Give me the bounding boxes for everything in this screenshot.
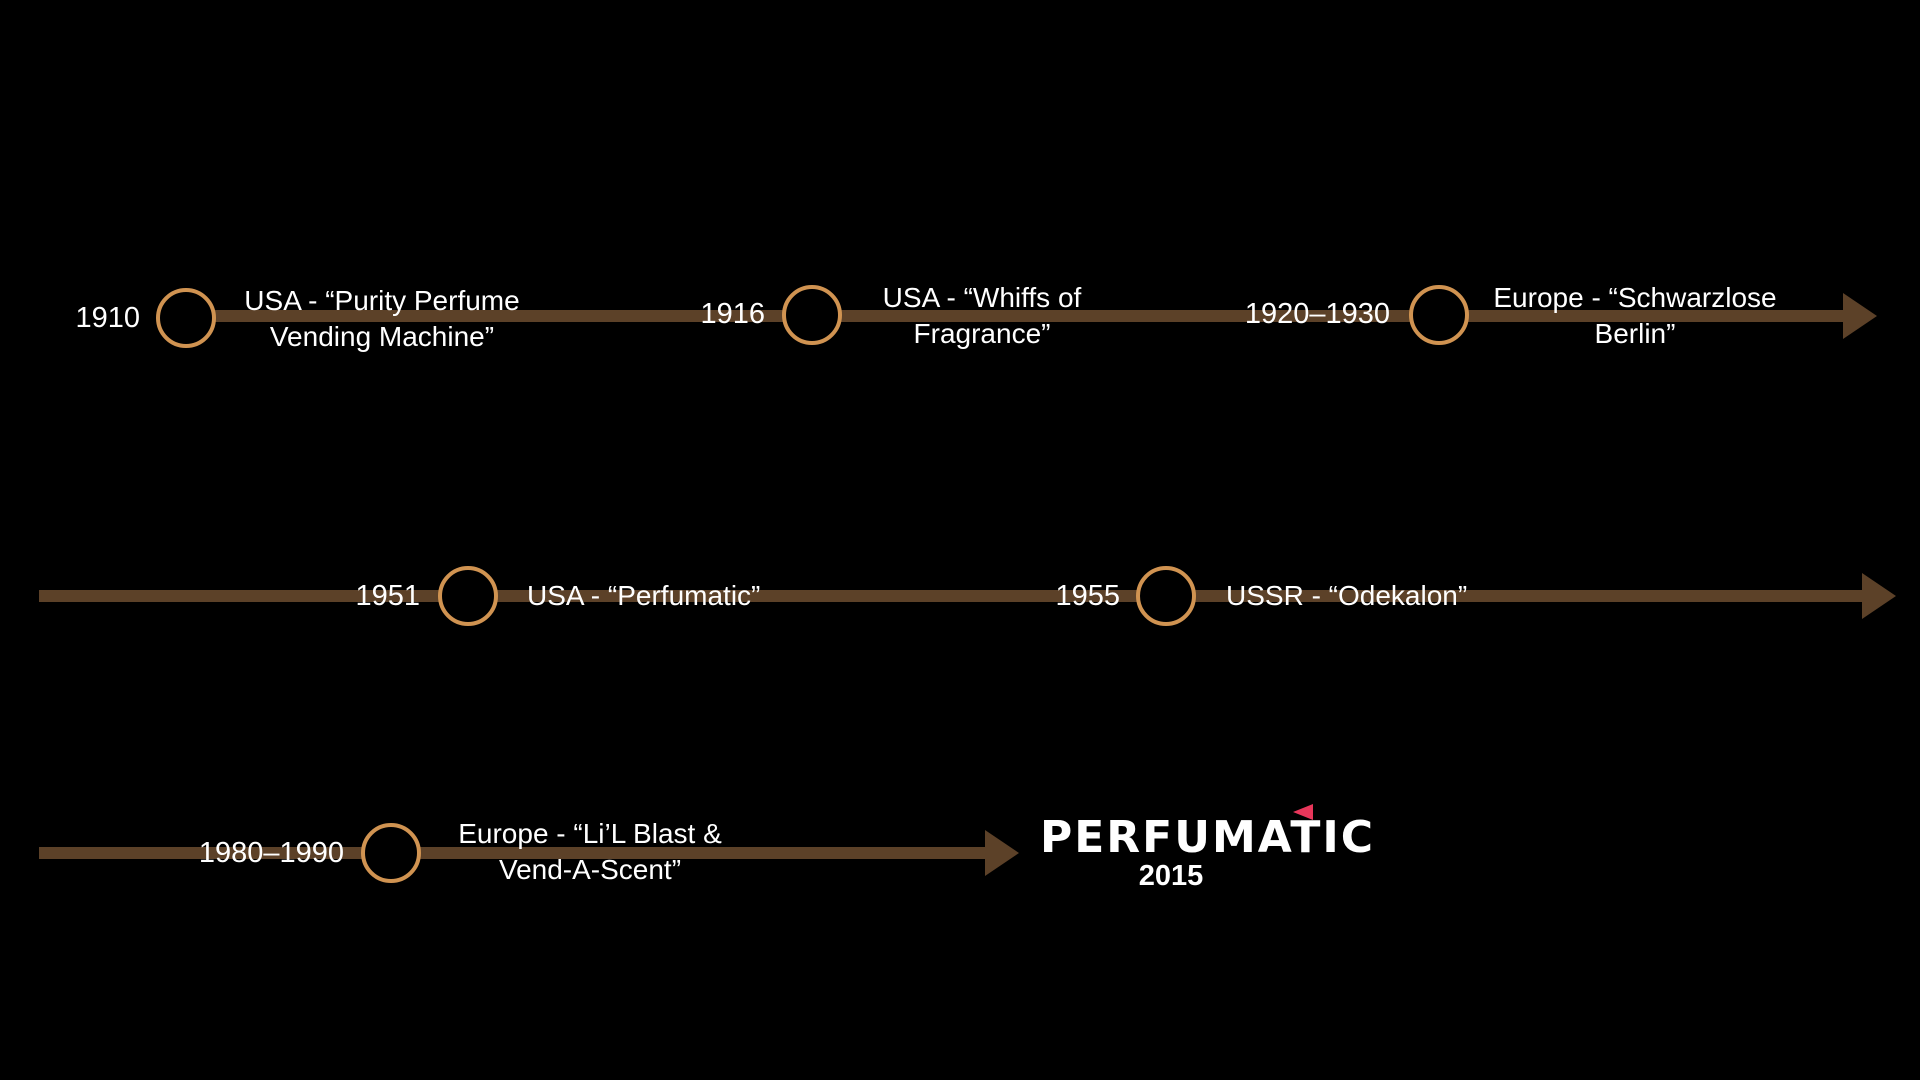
event-label-line: USA - “Perfumatic” (527, 580, 761, 611)
event-label-line: Vending Machine” (269, 321, 495, 352)
arrow-head-icon (1843, 293, 1877, 339)
event-label-line: Fragrance” (913, 318, 1051, 349)
perfumatic-logo: PERFUMATIC (1040, 812, 1376, 863)
event-label: USA - “Whiffs of Fragrance” (832, 280, 1132, 352)
event-marker-1980 (361, 823, 421, 883)
logo-flag-icon (1293, 804, 1313, 820)
event-marker-1910 (156, 288, 216, 348)
event-label: USA - “Perfumatic” (527, 578, 760, 614)
event-label-line: USA - “Whiffs of (882, 282, 1082, 313)
event-marker-1916 (782, 285, 842, 345)
event-label-line: USSR - “Odekalon” (1226, 580, 1468, 611)
event-marker-1951 (438, 566, 498, 626)
timeline-line-3 (39, 847, 989, 859)
event-year: 1980–1990 (198, 837, 344, 869)
event-label-line: Europe - “Li’L Blast & (458, 818, 722, 849)
arrow-head-icon (985, 830, 1019, 876)
event-label: USA - “Purity Perfume Vending Machine” (232, 283, 532, 355)
event-label: Europe - “Li’L Blast & Vend-A-Scent” (440, 816, 740, 888)
event-year: 1910 (75, 302, 140, 334)
event-year: 1955 (1055, 580, 1120, 612)
event-label-line: Europe - “Schwarzlose (1493, 282, 1777, 313)
event-label-line: Berlin” (1594, 318, 1676, 349)
event-label: USSR - “Odekalon” (1226, 578, 1467, 614)
event-year: 1916 (700, 298, 765, 330)
event-marker-1955 (1136, 566, 1196, 626)
event-year: 1951 (355, 580, 420, 612)
timeline-line-2 (39, 590, 1864, 602)
event-label: Europe - “Schwarzlose Berlin” (1475, 280, 1795, 352)
event-marker-1920 (1409, 285, 1469, 345)
event-label-line: Vend-A-Scent” (498, 854, 682, 885)
final-year: 2015 (1138, 860, 1204, 892)
event-label-line: USA - “Purity Perfume (244, 285, 520, 316)
event-year: 1920–1930 (1244, 298, 1390, 330)
arrow-head-icon (1862, 573, 1896, 619)
